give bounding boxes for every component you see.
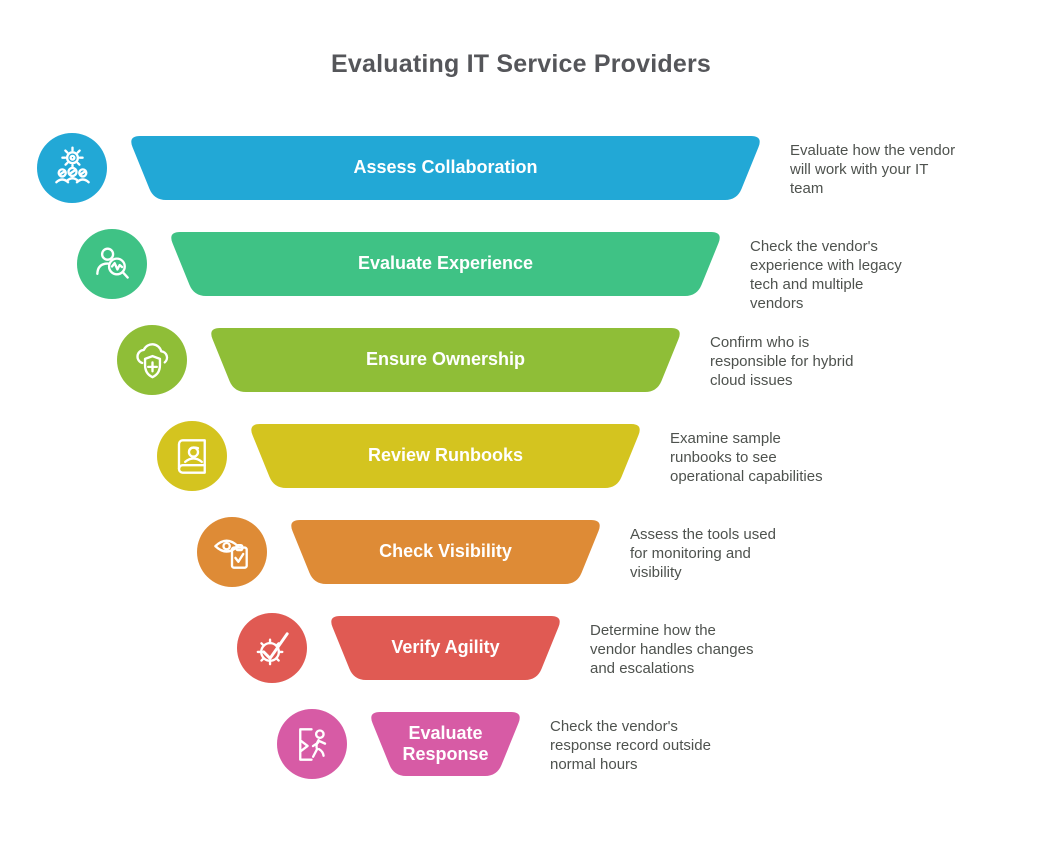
stage-label: Verify Agility <box>391 637 500 658</box>
stage-icon-circle <box>197 517 267 587</box>
stage-label: Review Runbooks <box>367 445 524 466</box>
stage-description: Check the vendor's experience with legac… <box>750 238 902 313</box>
person-search-icon <box>95 247 129 279</box>
stage-icon-circle <box>157 421 227 491</box>
funnel-bar <box>171 232 720 296</box>
stage-description: Examine sample runbooks to see operation… <box>670 430 823 486</box>
gear-check-icon <box>256 631 289 665</box>
stage-icon-circle <box>117 325 187 395</box>
stage-description: Assess the tools used for monitoring and… <box>630 526 776 582</box>
stage-label: Assess Collaboration <box>353 157 538 178</box>
stage-description: Evaluate how the vendor will work with y… <box>790 142 956 198</box>
exit-run-icon <box>298 727 326 761</box>
stage-icon-circle <box>77 229 147 299</box>
stage-label: Evaluate Response <box>402 722 489 764</box>
stage-description: Determine how the vendor handles changes… <box>590 622 754 678</box>
funnel-bar <box>331 616 560 680</box>
runbook-icon <box>177 438 206 474</box>
page-title: Evaluating IT Service Providers <box>331 50 711 78</box>
stage-description: Check the vendor's response record outsi… <box>550 718 711 774</box>
stage-label: Evaluate Experience <box>357 253 534 274</box>
team-collaboration-gear-icon <box>54 145 90 183</box>
stage-icon-circle <box>37 133 107 203</box>
stage-label: Ensure Ownership <box>365 349 526 370</box>
eye-clipboard-icon <box>213 539 248 569</box>
stage-label: Check Visibility <box>379 541 512 562</box>
funnel-bar <box>371 712 520 776</box>
cloud-shield-icon <box>135 342 168 378</box>
funnel-bar <box>131 136 760 200</box>
funnel-bar <box>211 328 680 392</box>
funnel-bar <box>251 424 640 488</box>
stage-icon-circle <box>237 613 307 683</box>
stage-description: Confirm who is responsible for hybrid cl… <box>710 334 854 390</box>
funnel-bar <box>291 520 600 584</box>
stage-icon-circle <box>277 709 347 779</box>
